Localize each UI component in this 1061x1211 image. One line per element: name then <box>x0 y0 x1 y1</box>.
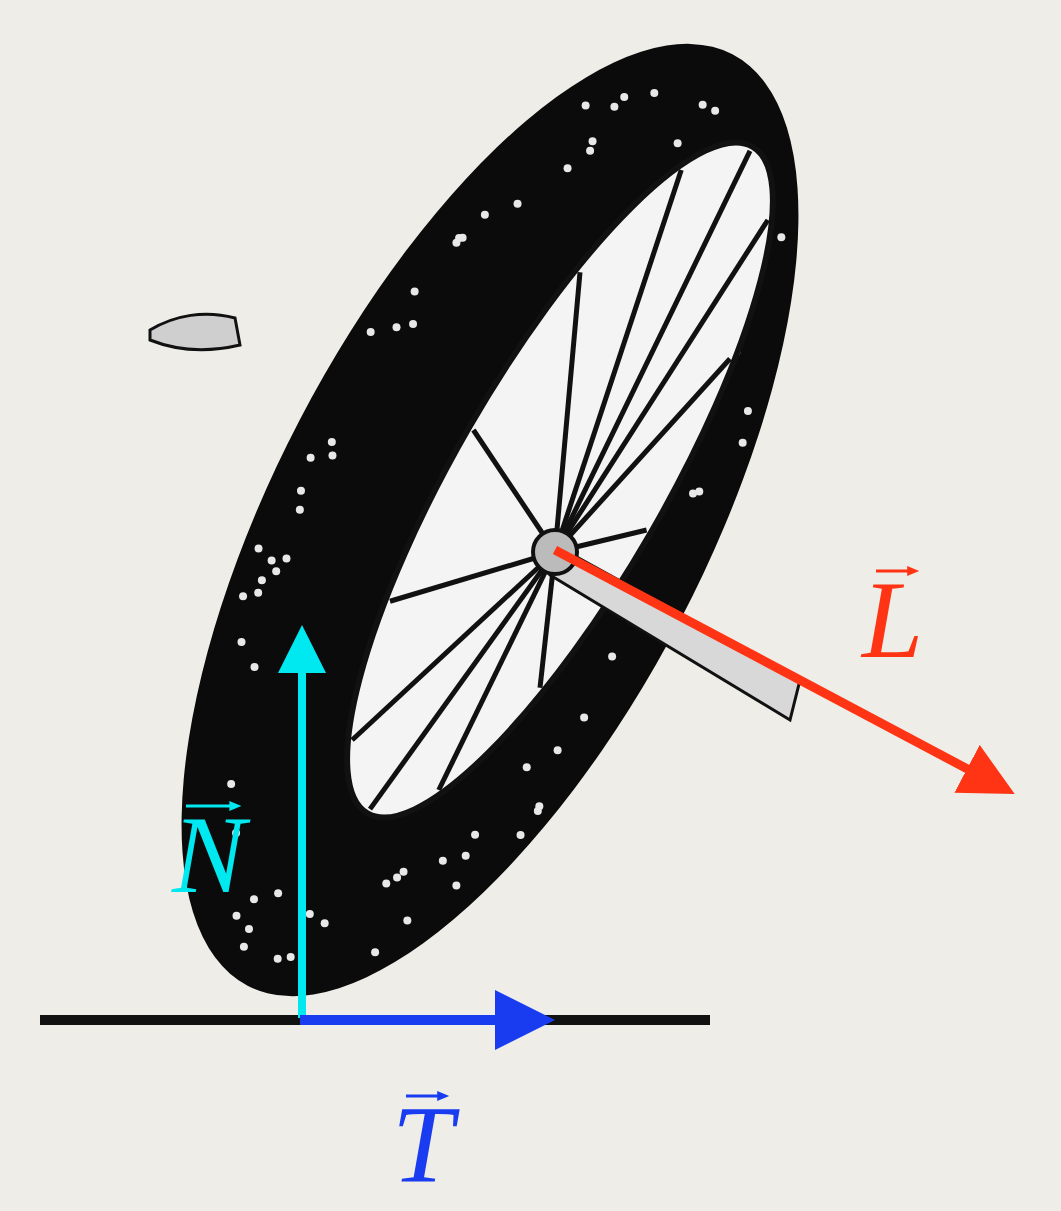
tread-dot <box>620 93 628 101</box>
rim <box>277 94 844 866</box>
tread-dot <box>411 288 419 296</box>
tread-dot <box>439 857 447 865</box>
tread-dot <box>227 780 235 788</box>
tread-dot <box>695 488 703 496</box>
tire <box>57 0 923 1085</box>
tread-dot <box>393 874 401 882</box>
tread-dot <box>554 746 562 754</box>
tread-dot <box>371 948 379 956</box>
tread-dot <box>328 452 336 460</box>
tread-dot <box>674 139 682 147</box>
tread-dot <box>255 545 263 553</box>
tread-dot <box>233 912 241 920</box>
tread-dot <box>296 506 304 514</box>
tread-dot <box>400 868 408 876</box>
tread-dot <box>589 137 597 145</box>
spoke <box>390 552 555 601</box>
spoke <box>555 170 681 552</box>
tread-dot <box>287 953 295 961</box>
ground-line <box>40 1015 710 1025</box>
tread-dot <box>240 943 248 951</box>
tread-dot <box>239 592 247 600</box>
tread-dot <box>744 407 752 415</box>
tread-dot <box>254 589 262 597</box>
spoke <box>370 552 555 809</box>
axle-stub <box>150 314 240 350</box>
friction-force-arrow <box>300 1015 505 1025</box>
spoke <box>352 552 555 740</box>
tread-dot <box>514 200 522 208</box>
tread-dot <box>245 925 253 933</box>
tread-dot <box>699 101 707 109</box>
tread-dot <box>586 147 594 155</box>
tread-dot <box>582 102 590 110</box>
tread-dot <box>306 910 314 918</box>
tread-dot <box>481 211 489 219</box>
tread-dot <box>409 320 417 328</box>
tread-dot <box>534 807 542 815</box>
spoke <box>439 552 555 790</box>
tread-dot <box>274 955 282 963</box>
spoke <box>555 220 768 552</box>
normal-force-arrow <box>298 665 306 1018</box>
tread-dot <box>382 879 390 887</box>
tread-dot <box>393 323 401 331</box>
tread-dot <box>282 554 290 562</box>
tread-dot <box>517 831 525 839</box>
spokes <box>352 151 768 809</box>
tread-dot <box>650 89 658 97</box>
tread-dot <box>258 576 266 584</box>
tread-dot <box>608 652 616 660</box>
tread-dot <box>367 328 375 336</box>
vector-label: N <box>172 800 245 910</box>
tread-dot <box>471 831 479 839</box>
tread-dot <box>564 164 572 172</box>
tread-dot <box>452 882 460 890</box>
tread-dot <box>777 233 785 241</box>
tread-dot <box>272 567 280 575</box>
tread-dot <box>250 663 258 671</box>
tread-dot <box>739 439 747 447</box>
tread-dot <box>328 438 336 446</box>
tread-dot <box>274 889 282 897</box>
tread-dot <box>403 916 411 924</box>
tread-dot <box>523 763 531 771</box>
spoke <box>555 359 730 552</box>
tread-dot <box>237 638 245 646</box>
vector-label: L <box>862 565 923 675</box>
angular-momentum-arrow <box>555 550 975 773</box>
vector-label: T <box>392 1090 453 1200</box>
tread-dot <box>297 487 305 495</box>
tread-dot <box>250 895 258 903</box>
tread-dot <box>711 107 719 115</box>
spoke <box>555 151 750 552</box>
tread-dot <box>580 713 588 721</box>
tread-dot <box>455 234 463 242</box>
tread-dot <box>268 556 276 564</box>
tread-dot <box>610 103 618 111</box>
tread-dot <box>462 852 470 860</box>
tread-dot <box>321 919 329 927</box>
tread-dot <box>307 454 315 462</box>
